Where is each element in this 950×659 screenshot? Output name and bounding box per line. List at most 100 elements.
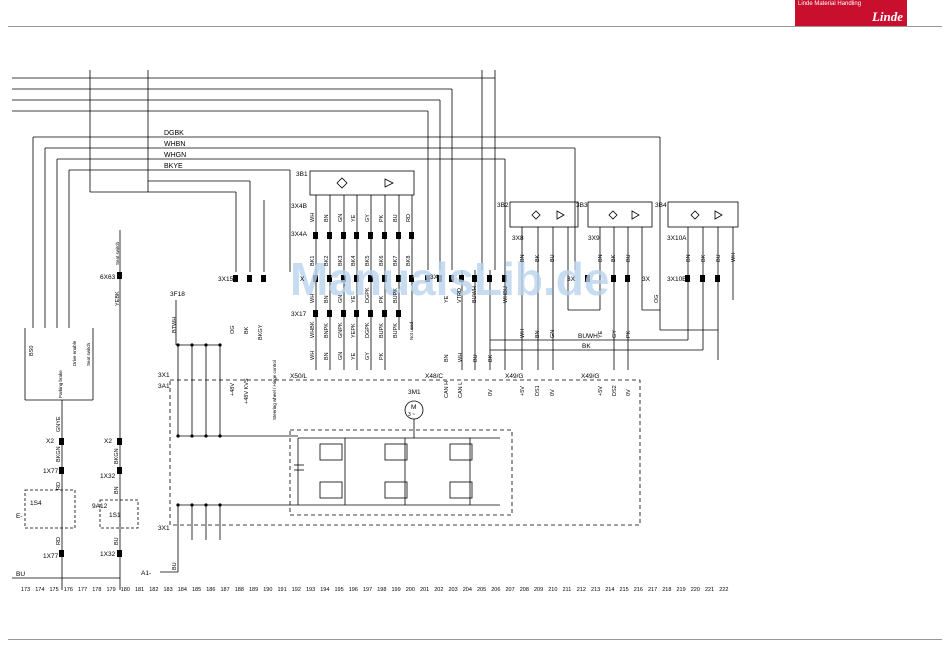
grid-number: 201 <box>420 587 429 593</box>
switch-label: BS0 <box>29 346 35 356</box>
grid-number: 196 <box>349 587 358 593</box>
wire-label: WHBU <box>503 286 509 303</box>
wire-label: BN <box>535 330 541 338</box>
wire-label: YE <box>351 295 357 303</box>
signal-label: DS1 <box>535 385 541 396</box>
wire-label: BKGN <box>56 446 62 462</box>
wire-label: RD <box>56 537 62 545</box>
grid-number: 209 <box>534 587 543 593</box>
wire-label: WHBK <box>310 321 316 338</box>
switch-label: Parking brake <box>58 370 63 398</box>
switch-label: Seat switch <box>86 342 91 366</box>
connector-3x1-top: 3X1 <box>158 372 170 379</box>
grid-number: 215 <box>620 587 629 593</box>
wire-label: BKGY <box>258 324 264 340</box>
wire-label: GY <box>365 214 371 222</box>
wire-label: BK <box>611 254 617 262</box>
wire-label: VTRD <box>457 288 463 303</box>
grid-number: 178 <box>92 587 101 593</box>
connector-1x77-bottom: 1X77 <box>43 553 59 560</box>
grid-number: 175 <box>50 587 59 593</box>
grid-number: 221 <box>705 587 714 593</box>
connector-3x17: 3X17 <box>291 311 307 318</box>
wire-label: BN <box>324 214 330 222</box>
wire-label: BU <box>473 354 479 362</box>
wire-label: YE <box>444 295 450 303</box>
grid-number: 214 <box>605 587 614 593</box>
signal-label: 0V <box>626 389 632 396</box>
wire-label: BK <box>535 254 541 262</box>
wire-label: WH <box>731 253 737 262</box>
grid-number: 192 <box>292 587 301 593</box>
wire-label: BN <box>324 295 330 303</box>
wire-label: DGPK <box>365 287 371 303</box>
wire-label: WH <box>310 294 316 303</box>
wire-label: BU <box>550 254 556 262</box>
e-terminal: E- <box>16 513 23 520</box>
wire-label: BN <box>686 254 692 262</box>
connector-3x-b3: 3X <box>567 276 576 283</box>
connector-x2-right: X2 <box>104 438 112 445</box>
grid-number: 183 <box>164 587 173 593</box>
bus-wire-label: DGBK <box>164 130 184 137</box>
connector-3x8: 3X8 <box>512 235 524 242</box>
watermark: ManualsLib.de <box>290 253 609 305</box>
wire-label: BK5 <box>365 256 371 266</box>
connector-1x32-bottom: 1X32 <box>100 551 116 558</box>
grid-number: 191 <box>278 587 287 593</box>
grid-number: 212 <box>577 587 586 593</box>
wire-label: BK7 <box>393 256 399 266</box>
signal-label: +48V <box>230 383 236 396</box>
grid-number: 197 <box>363 587 372 593</box>
unit-3m1: 3M1 <box>408 389 421 396</box>
wire-label: BU <box>393 214 399 222</box>
wire-label: BK2 <box>324 256 330 266</box>
brand-logo: Linde <box>871 9 903 24</box>
bus-label-bu: BU <box>16 571 25 578</box>
signal-label: +5V <box>598 386 604 396</box>
bus-wire-label: WHGN <box>164 152 186 159</box>
wire-label: BUPK <box>393 323 399 338</box>
wire-label: BK1 <box>310 256 316 266</box>
connector-3x4b: 3X4B <box>291 203 307 210</box>
brand-box: Linde Material Handling Linde <box>795 0 907 26</box>
footer-rule <box>8 639 942 640</box>
connector-x50l: X50/L <box>290 373 307 380</box>
bus-wire-label: BKYE <box>164 163 183 170</box>
unit-3b4: 3B4 <box>655 202 667 209</box>
grid-number: 216 <box>634 587 643 593</box>
switch-label: Drive enable <box>72 340 77 366</box>
grid-number: 195 <box>335 587 344 593</box>
wire-label: BNPK <box>324 323 330 338</box>
unit-3b2: 3B2 <box>497 202 509 209</box>
wire-label: WH <box>310 351 316 360</box>
wire-label: BN <box>520 254 526 262</box>
wire-label: DGPK <box>365 322 371 338</box>
wire-label: BK <box>244 326 250 334</box>
unit-9a12: 9A12 <box>92 503 108 510</box>
connector-3x-b4: 3X <box>642 276 651 283</box>
grid-number: 176 <box>64 587 73 593</box>
unit-1s1: 1S1 <box>109 512 121 519</box>
wire-label: PK <box>626 330 632 338</box>
motor-phase: 3 ~ <box>408 412 415 418</box>
wire-label: RD <box>56 482 62 490</box>
grid-number: 208 <box>520 587 529 593</box>
grid-number: 186 <box>206 587 215 593</box>
wire-label: GN <box>338 214 344 222</box>
grid-number: 190 <box>263 587 272 593</box>
wire-label: Not used <box>409 321 414 340</box>
signal-label: DS2 <box>612 385 618 396</box>
grid-number: 202 <box>434 587 443 593</box>
grid-number: 198 <box>377 587 386 593</box>
signal-label: 0V <box>488 389 494 396</box>
wire-label: YE <box>351 214 357 222</box>
grid-number: 194 <box>320 587 329 593</box>
grid-number: 205 <box>477 587 486 593</box>
wire-label: BN <box>598 254 604 262</box>
connector-x-left: X <box>300 276 305 283</box>
wire-label: BU <box>626 254 632 262</box>
wire-label: PK <box>379 295 385 303</box>
